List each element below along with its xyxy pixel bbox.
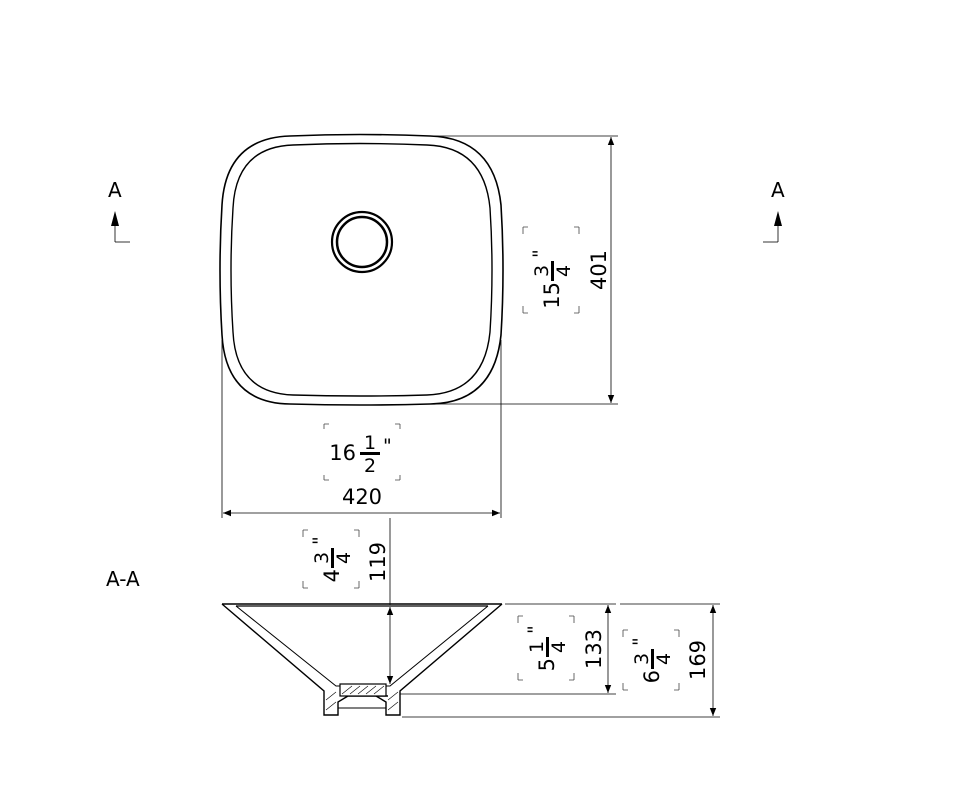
section-arrow-left-icon <box>111 211 119 226</box>
bowl-profile-right <box>375 603 503 716</box>
dimension-inner-depth: 119 4 3 4 " <box>302 518 394 684</box>
dim-depth-num: 3 <box>531 265 553 277</box>
dim-total-num: 3 <box>631 653 653 665</box>
dim-bowl-den: 4 <box>548 641 570 653</box>
dim-bowl-mm: 133 <box>582 629 606 669</box>
dim-bowl-inch: " <box>524 625 546 634</box>
dim-width-num: 1 <box>364 432 376 454</box>
dim-depth-den: 4 <box>553 265 575 277</box>
dim-depth-mm: 401 <box>587 250 611 290</box>
drain-outer <box>330 210 394 274</box>
section-marker-left: A <box>108 178 130 243</box>
section-letter-left: A <box>108 178 122 202</box>
dim-total-whole: 6 <box>640 670 664 683</box>
dim-bowl-num: 1 <box>526 641 548 653</box>
dim-inner-mm: 119 <box>366 542 390 582</box>
dimension-total-height: 169 6 3 4 " <box>402 603 720 718</box>
dim-inner-den: 4 <box>333 552 355 564</box>
dim-bowl-whole: 5 <box>535 658 559 671</box>
section-arrow-right-icon <box>774 211 782 226</box>
dim-depth-whole: 15 <box>540 282 564 309</box>
dimension-bowl-height: 133 5 1 4 " <box>400 603 616 695</box>
bowl-profile-right-inner <box>386 605 489 687</box>
dim-inner-whole: 4 <box>320 569 344 582</box>
section-view <box>221 603 503 716</box>
dim-inner-inch: " <box>309 536 331 545</box>
dim-width-whole: 16 <box>329 441 356 465</box>
basin-outer-outline <box>219 133 504 406</box>
top-view <box>219 133 504 406</box>
drain-inner <box>335 215 389 269</box>
bowl-profile-left-inner <box>235 605 340 687</box>
dim-total-mm: 169 <box>686 640 710 680</box>
dim-width-mm: 420 <box>342 485 382 509</box>
dimension-width-top: 420 16 1 2 " <box>221 340 502 518</box>
section-title: A-A <box>106 567 140 591</box>
dim-width-inch: " <box>383 435 392 457</box>
basin-inner-outline <box>230 142 493 397</box>
dim-width-den: 2 <box>364 455 376 477</box>
section-marker-right: A <box>763 178 785 243</box>
dim-total-den: 4 <box>653 653 675 665</box>
bowl-profile-left <box>221 603 388 716</box>
dim-total-inch: " <box>629 637 651 646</box>
dim-inner-num: 3 <box>311 552 333 564</box>
dim-depth-inch: " <box>529 249 551 258</box>
section-letter-right: A <box>771 178 785 202</box>
dimension-depth-top: 401 15 3 4 " <box>432 135 618 405</box>
